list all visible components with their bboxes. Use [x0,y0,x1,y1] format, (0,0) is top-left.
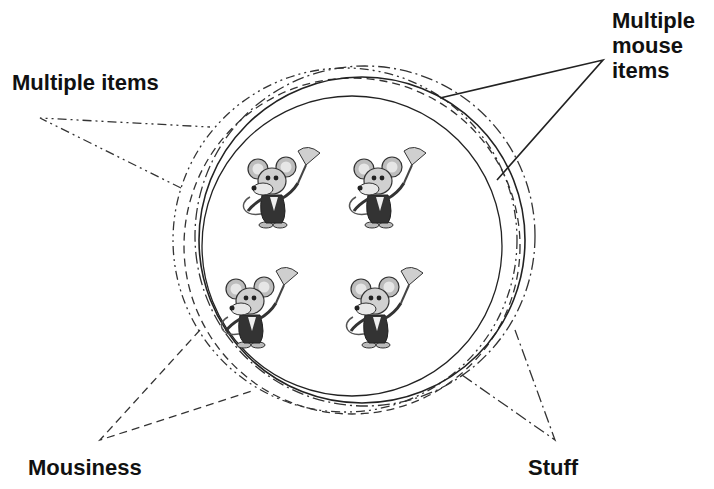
callout-label: Multiple items [12,70,159,95]
callout-label: Mousiness [28,455,142,480]
callout-label: Multiple mouse items [612,8,710,83]
callout-label: Stuff [528,455,578,480]
